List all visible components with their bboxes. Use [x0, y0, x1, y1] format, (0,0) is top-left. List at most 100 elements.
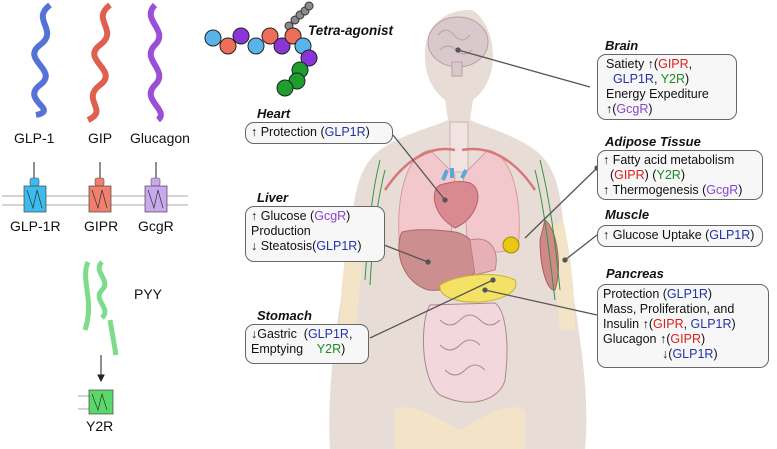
callout-text: ): [680, 168, 685, 182]
callout-line: ↑ Thermogenesis (GcgR): [603, 183, 757, 198]
receptor-tag: GLP1R: [324, 125, 366, 139]
callout-text: ): [365, 125, 370, 139]
receptor-tag: GcgR: [706, 183, 739, 197]
receptor-tag: GLP1R: [672, 347, 714, 361]
callout-line: Production: [251, 224, 379, 239]
callout-text: ,: [653, 72, 661, 86]
callout-text: ): [700, 332, 706, 346]
agonist-bead: [276, 79, 294, 97]
liver-callout: ↑ Glucose (GcgR)Production↓ Steatosis(GL…: [245, 206, 385, 262]
callout-text: (: [603, 168, 615, 182]
callout-text: Protection (: [603, 287, 667, 301]
ligand-label-gip: GIP: [88, 130, 113, 146]
callout-line: ↑ Glucose (GcgR): [251, 209, 379, 224]
receptor-label-glp1r: GLP-1R: [10, 218, 61, 234]
brain-organ: [427, 16, 489, 68]
callout-text: ,: [683, 317, 691, 331]
callout-line: (GIPR) (Y2R): [603, 168, 757, 183]
callout-line: ↓Gastric (GLP1R,: [251, 327, 363, 342]
callout-line: ↑ Glucose Uptake (GLP1R): [603, 228, 757, 243]
callout-text: Emptying: [251, 342, 317, 356]
gcgr-receptor: [144, 177, 168, 213]
gipr-receptor: [88, 177, 112, 213]
callout-text: ↓ Steatosis(: [251, 239, 317, 253]
agonist-bead: [204, 29, 222, 47]
callout-line: ↑ Fatty acid metabolism: [603, 153, 757, 168]
receptor-tag: GIPR: [658, 57, 689, 71]
receptor-label-y2r: Y2R: [86, 418, 114, 434]
agonist-bead: [247, 37, 265, 55]
liver-title: Liver: [257, 190, 289, 205]
callout-text: ): [738, 183, 743, 197]
brain-callout: Satiety ↑(GIPR, GLP1R, Y2R)Energy Expedi…: [597, 54, 737, 120]
callout-text: ): [346, 209, 351, 223]
callout-text: ,: [348, 327, 353, 341]
muscle-title: Muscle: [605, 207, 650, 222]
callout-text: [606, 72, 613, 86]
callout-line: Emptying Y2R): [251, 342, 363, 357]
callout-text: Production: [251, 224, 311, 238]
y2r-receptor: [88, 389, 114, 415]
pancreas-callout: Protection (GLP1R)Mass, Proliferation, a…: [597, 284, 769, 368]
receptor-tag: GLP1R: [666, 287, 708, 301]
callout-text: ): [357, 239, 362, 253]
callout-line: Glucagon ↑(GIPR): [603, 332, 763, 347]
receptor-tag: GIPR: [653, 317, 684, 331]
tail-bead: [304, 1, 314, 11]
glp1r-receptor: [23, 177, 47, 213]
callout-text: ↑ Glucose (: [251, 209, 315, 223]
stomach-callout: ↓Gastric (GLP1R,Emptying Y2R): [245, 324, 369, 364]
callout-line: ↓ Steatosis(GLP1R): [251, 239, 379, 254]
receptor-tag: Y2R: [656, 168, 681, 182]
callout-text: ): [731, 317, 736, 331]
adipose-title: Adipose Tissue: [605, 134, 701, 149]
brain-title: Brain: [605, 38, 639, 53]
receptor-tag: GIPR: [614, 168, 645, 182]
callout-text: Mass, Proliferation, and: [603, 302, 735, 316]
callout-text: ↑ Protection (: [251, 125, 325, 139]
callout-text: Glucagon ↑(: [603, 332, 671, 346]
callout-line: Protection (GLP1R): [603, 287, 763, 302]
glp1-helix: [31, 2, 53, 118]
callout-text: ,: [688, 57, 693, 71]
body-silhouette: [329, 10, 587, 449]
receptor-tag: Y2R: [316, 342, 342, 356]
ligand-label-glp1: GLP-1: [14, 130, 55, 146]
callout-line: Mass, Proliferation, and: [603, 302, 763, 317]
callout-text: ↓Gastric (: [251, 327, 308, 341]
receptor-tag: Y2R: [660, 72, 686, 86]
agonist-bead: [300, 49, 318, 67]
callout-text: ): [341, 342, 346, 356]
adipose-callout: ↑ Fatty acid metabolism (GIPR) (Y2R)↑ Th…: [597, 150, 763, 200]
heart-callout: ↑ Protection (GLP1R): [245, 122, 393, 144]
callout-line: Satiety ↑(GIPR,: [606, 57, 731, 72]
callout-text: Energy Expediture: [606, 87, 709, 101]
callout-line: ↑ Protection (GLP1R): [251, 125, 387, 140]
tetra-agonist-molecule: [204, 1, 318, 97]
callout-text: ↑(: [606, 102, 617, 116]
heart-organ: [433, 181, 479, 229]
callout-line: Insulin ↑(GIPR, GLP1R): [603, 317, 763, 332]
gip-helix: [86, 2, 113, 123]
agonist-bead: [273, 37, 291, 55]
agonist-bead: [232, 27, 250, 45]
callout-text: ↓(: [603, 347, 673, 361]
pancreas-title: Pancreas: [606, 266, 664, 281]
agonist-bead: [261, 27, 279, 45]
receptor-tag: GLP1R: [612, 72, 654, 86]
tetra-agonist-label: Tetra-agonist: [308, 23, 394, 38]
callout-text: ↑ Thermogenesis (: [603, 183, 707, 197]
callout-text: ) (: [644, 168, 657, 182]
callout-text: ): [648, 102, 653, 116]
receptor-tag: GLP1R: [307, 327, 349, 341]
callout-text: Insulin ↑(: [603, 317, 654, 331]
glucagon-helix: [147, 2, 164, 123]
callout-text: Satiety ↑(: [606, 57, 659, 71]
receptor-tag: GLP1R: [316, 239, 358, 253]
callout-text: ↑ Fatty acid metabolism: [603, 153, 735, 167]
receptor-tag: GcgR: [314, 209, 347, 223]
heart-title: Heart: [257, 106, 291, 121]
callout-line: ↑(GcgR): [606, 102, 731, 117]
agonist-bead: [219, 37, 237, 55]
